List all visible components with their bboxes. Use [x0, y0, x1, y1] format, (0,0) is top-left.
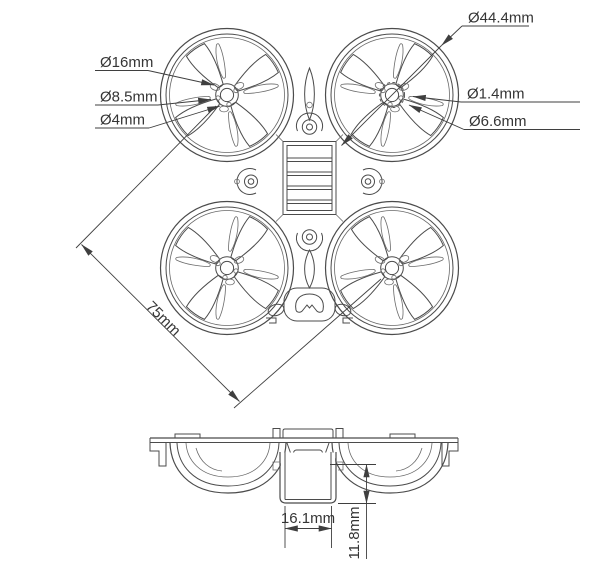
label-screw-hole-diameter: Ø1.4mm	[467, 86, 525, 103]
camera-canopy	[266, 287, 353, 324]
duct-bottom-left	[161, 202, 294, 335]
label-duct-outer-diameter: Ø44.4mm	[468, 10, 534, 27]
label-bay-height: 11.8mm	[346, 506, 363, 559]
duct-bottom-right	[326, 202, 459, 335]
label-bay-width: 16.1mm	[281, 510, 335, 527]
battery-bay-top	[275, 134, 344, 222]
side-right-dome	[331, 442, 449, 494]
label-mount-circle-diameter: Ø16mm	[100, 54, 153, 71]
label-motor-bore-diameter: Ø6.6mm	[469, 113, 527, 130]
top-view: Ø16mm Ø8.5mm Ø4mm Ø44.4mm Ø1.4mm Ø6.6mm …	[75, 10, 580, 409]
label-shaft-hole-diameter: Ø4mm	[100, 112, 145, 129]
side-left-dome	[169, 442, 287, 494]
top-view-dimensions: Ø16mm Ø8.5mm Ø4mm Ø44.4mm Ø1.4mm Ø6.6mm …	[75, 10, 580, 409]
label-hub-diameter: Ø8.5mm	[100, 89, 158, 106]
side-view-dimensions: 16.1mm 11.8mm	[281, 464, 376, 560]
frame-center-structure	[234, 66, 385, 324]
bolt-circle-dashed	[378, 81, 406, 109]
side-view: 16.1mm 11.8mm	[149, 428, 459, 560]
battery-bay-side	[272, 442, 344, 504]
